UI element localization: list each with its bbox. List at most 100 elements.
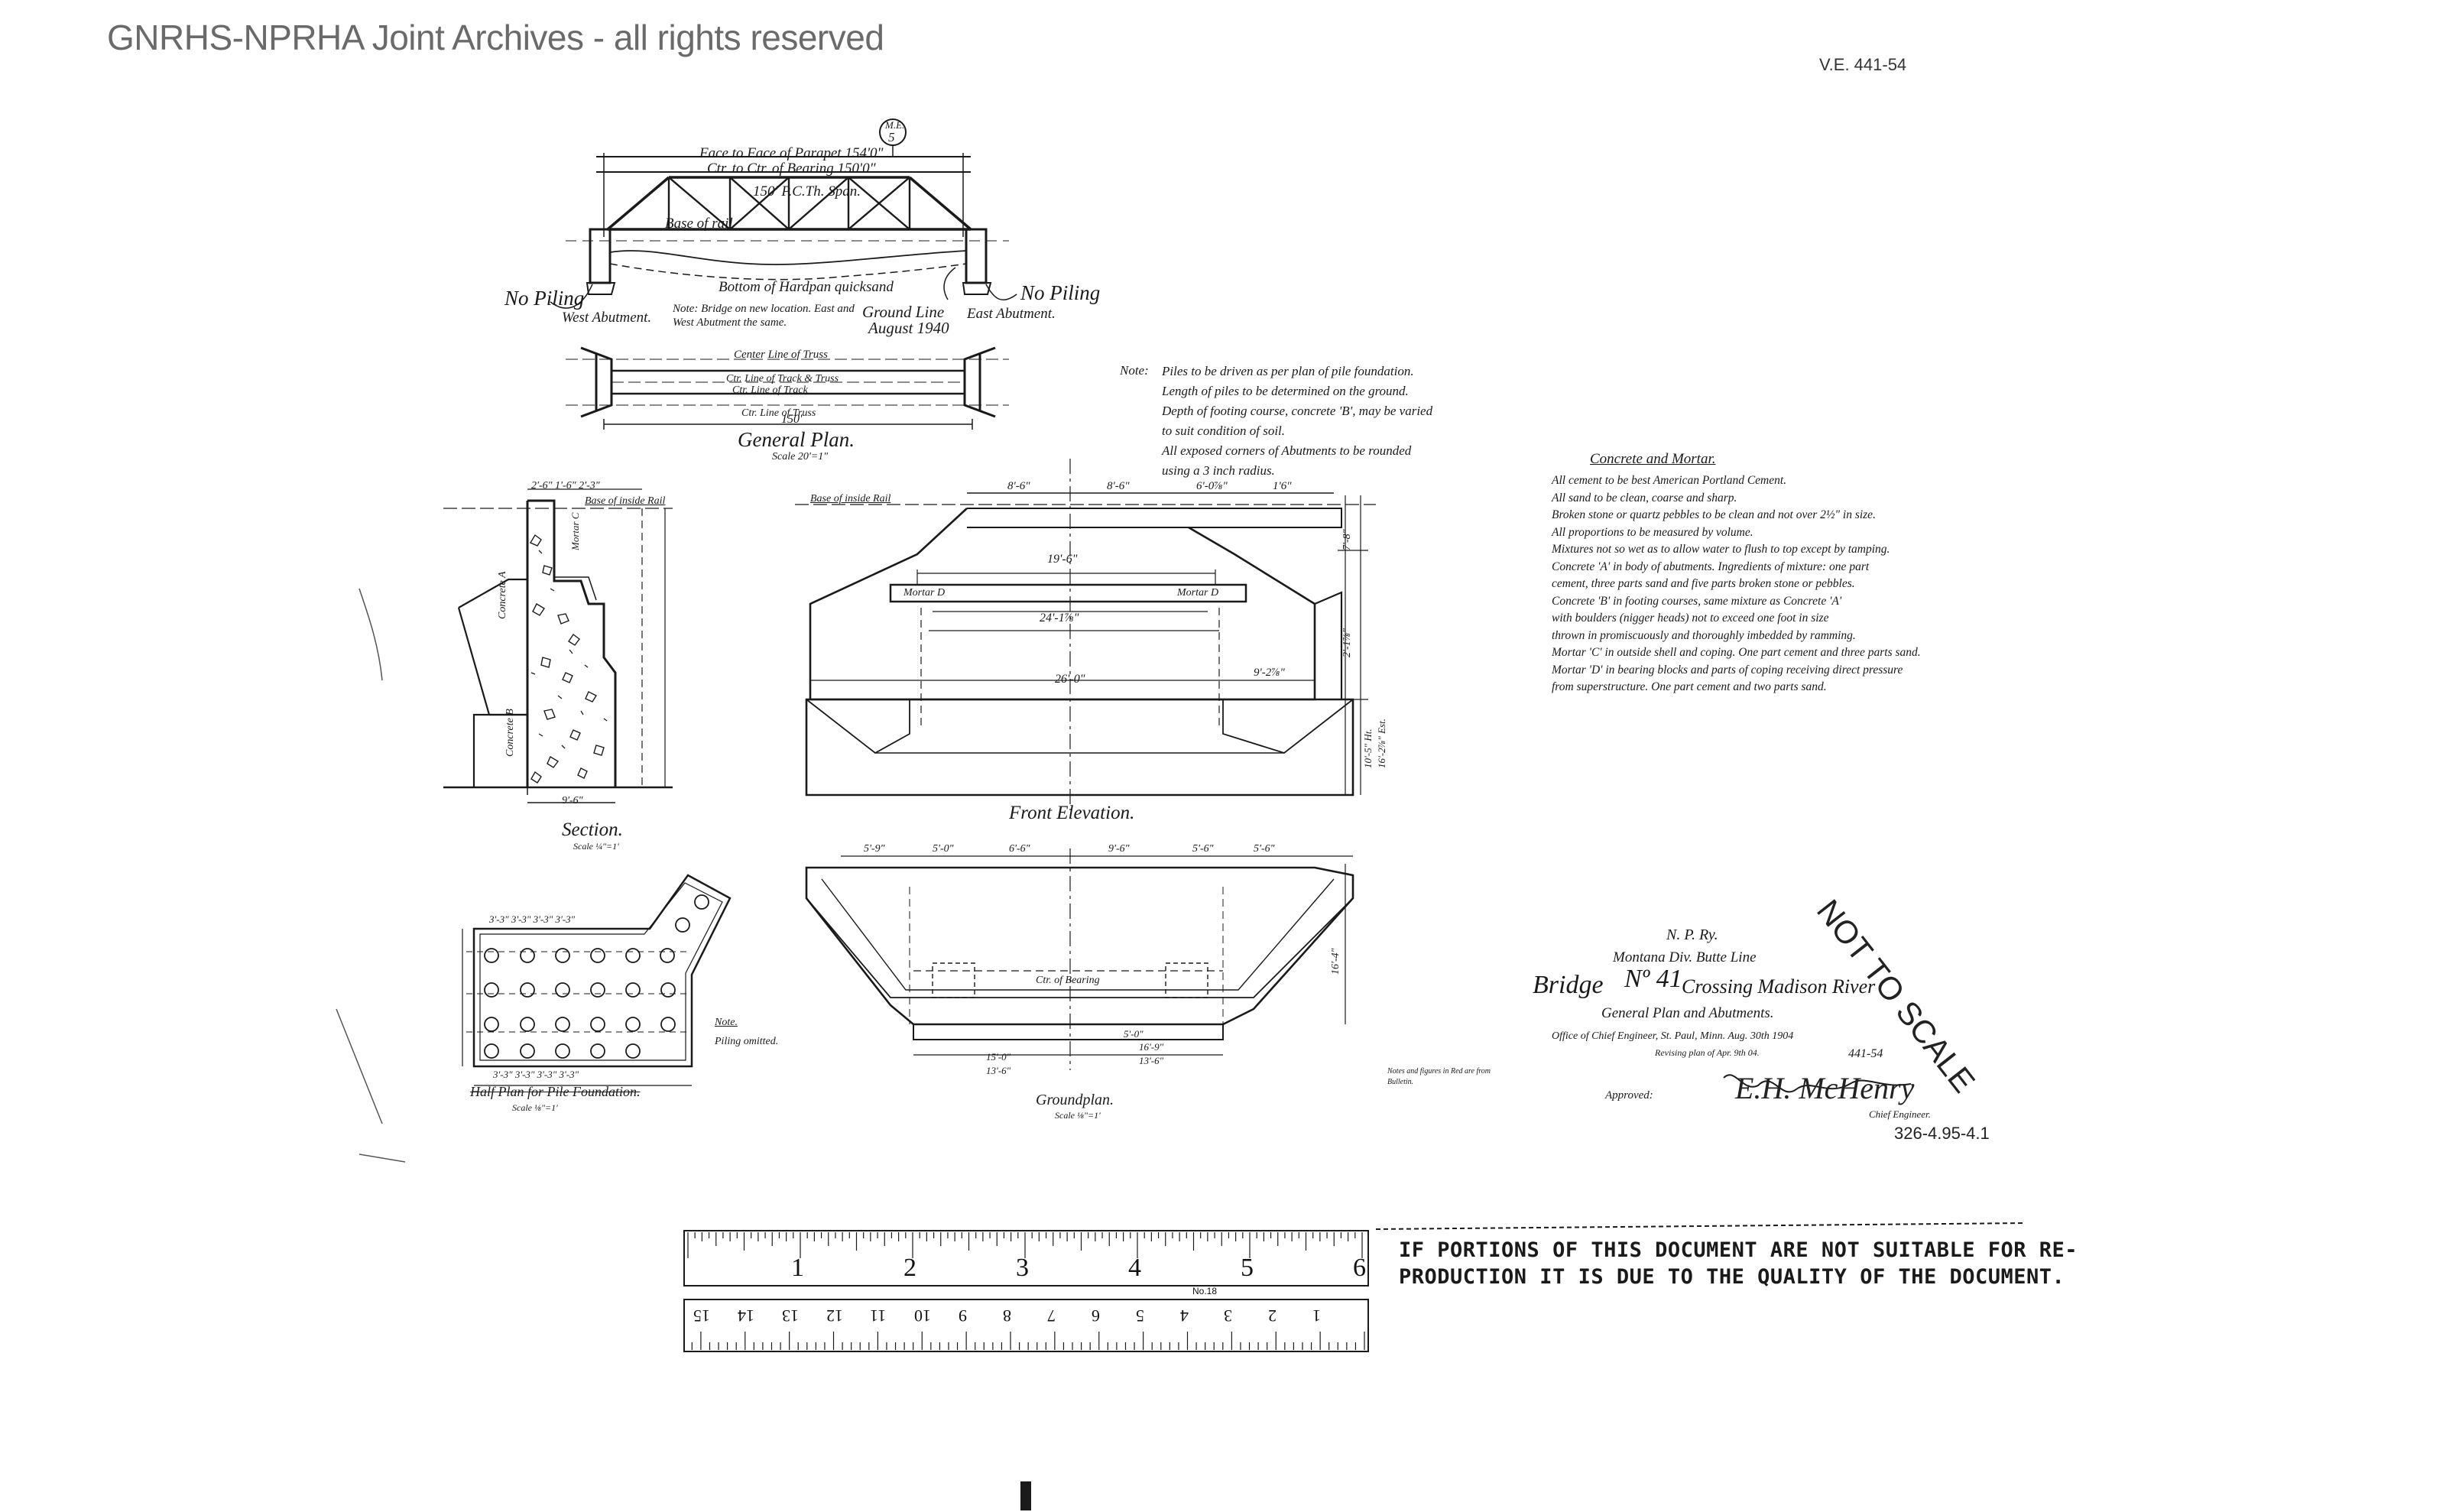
groundplan-dim-2: 5'-0" [933, 843, 954, 855]
section-title: Section. [562, 819, 623, 840]
ground-line-date: August 1940 [868, 319, 949, 337]
ruler-inch-label: 3 [1016, 1254, 1029, 1282]
title-bridge-number: Nº 41 [1624, 965, 1682, 993]
ruler-cm-label: 9 [959, 1306, 968, 1325]
title-railway: N. P. Ry. [1666, 926, 1718, 943]
spec-line: All cement to be best American Portland … [1552, 474, 1787, 487]
east-abutment-label: East Abutment. [967, 306, 1056, 322]
groundplan-bearing: Ctr. of Bearing [1036, 975, 1100, 986]
groundplan-dim-5: 5'-6" [1192, 843, 1214, 855]
west-abutment-label: West Abutment. [562, 310, 652, 326]
elevation-dim-right-1: 7'-8" [1341, 529, 1353, 550]
pile-plan-dims: 3'-3" 3'-3" 3'-3" 3'-3" [489, 913, 576, 925]
ruler-model: No.18 [1192, 1286, 1218, 1296]
elevation-mortar-d-left: Mortar D [903, 587, 946, 599]
ctr-line-track-truss: Ctr. Line of Track & Truss [726, 373, 839, 384]
ruler-cm-label: 7 [1046, 1306, 1056, 1325]
elevation-dim-low: 24'-1⅞" [1040, 612, 1079, 625]
spec-line: with boulders (nigger heads) not to exce… [1552, 612, 1829, 625]
spec-line: Concrete 'B' in footing courses, same mi… [1552, 594, 1842, 608]
title-revised: Revising plan of Apr. 9th 04. [1655, 1047, 1760, 1058]
bridge-location-note: Note: Bridge on new location. East and W… [673, 303, 855, 329]
section-scale: Scale ¼"=1' [573, 841, 619, 852]
groundplan-view [805, 848, 1354, 1070]
groundplan-dim-b1: 15'-0" [986, 1051, 1011, 1063]
title-office: Office of Chief Engineer, St. Paul, Minn… [1552, 1030, 1794, 1042]
elevation-dim-top-1: 8'-6" [1007, 480, 1030, 492]
spec-line: cement, three parts sand and five parts … [1552, 577, 1855, 590]
elevation-dim-wing: 9'-2⅞" [1254, 667, 1285, 679]
ruler-inch-label: 1 [791, 1254, 804, 1282]
title-division: Montana Div. Butte Line [1613, 949, 1757, 965]
ruler-cm-label: 10 [914, 1306, 932, 1325]
spec-line: thrown in promiscuously and thoroughly i… [1552, 628, 1856, 642]
ctr-line-track: Ctr. Line of Track [732, 384, 808, 396]
note-line: Piles to be driven as per plan of pile f… [1162, 364, 1414, 378]
ruler-cm-label: 1 [1312, 1306, 1322, 1325]
ruler-cm-label: 2 [1268, 1306, 1277, 1325]
center-line-truss: Center Line of Truss [734, 349, 828, 361]
ruler-cm-label: 15 [693, 1306, 710, 1325]
section-mortar-c: Mortar C [569, 512, 581, 550]
dim-parapet: Face to Face of Parapet 154'0" [699, 145, 884, 161]
ruler-cm-label: 6 [1091, 1306, 1100, 1325]
ruler-inch-label: 6 [1353, 1254, 1366, 1282]
concrete-mortar-heading: Concrete and Mortar. [1590, 451, 1716, 467]
ruler-cm-label: 12 [826, 1306, 843, 1325]
groundplan-dim-b2: 13'-6" [986, 1065, 1011, 1076]
disclaimer-line-1: IF PORTIONS OF THIS DOCUMENT ARE NOT SUI… [1399, 1238, 2078, 1262]
spec-line: from superstructure. One part cement and… [1552, 680, 1827, 693]
spec-line: Concrete 'A' in body of abutments. Ingre… [1552, 560, 1870, 573]
elevation-dim-top-4: 1'6" [1273, 480, 1292, 492]
circle-tag-num: 5 [888, 130, 895, 144]
ruler-cm-label: 4 [1179, 1306, 1189, 1325]
ruler-inch-label: 4 [1128, 1254, 1141, 1282]
groundplan-dim-side: 16'-4" [1330, 948, 1341, 975]
elevation-dim-base: 26'-0" [1055, 673, 1085, 686]
title-subtitle: General Plan and Abutments. [1601, 1005, 1774, 1021]
pile-foundation-plan [462, 874, 732, 1086]
pile-plan-scale: Scale ⅛"=1' [512, 1102, 558, 1113]
note-line: All exposed corners of Abutments to be r… [1162, 443, 1412, 458]
groundplan-dim-6: 5'-6" [1254, 843, 1275, 855]
elevation-dim-mid: 19'-6" [1047, 553, 1078, 566]
ruler-graphic [683, 1230, 1369, 1352]
title-approved: Approved: [1605, 1089, 1653, 1102]
abutment-section [443, 488, 673, 803]
elevation-dim-right-3: 10'-5" Ht. [1362, 728, 1374, 768]
elevation-dim-top-2: 8'-6" [1107, 480, 1130, 492]
note-line: Length of piles to be determined on the … [1162, 384, 1409, 398]
groundplan-title: Groundplan. [1036, 1092, 1114, 1108]
ruler-cm-label: 13 [781, 1306, 799, 1325]
spec-line: Mortar 'C' in outside shell and coping. … [1552, 646, 1921, 659]
ruler-cm-label: 14 [737, 1306, 754, 1325]
title-number: 441-54 [1848, 1047, 1883, 1060]
note-line: using a 3 inch radius. [1162, 463, 1275, 478]
truss-elevation [550, 118, 1017, 309]
groundplan-dim-b4: 16'-9" [1139, 1041, 1164, 1053]
section-concrete-b: Concrete B [504, 709, 516, 757]
spec-line: All sand to be clean, coarse and sharp. [1552, 491, 1737, 505]
title-bridge-description: Crossing Madison River [1682, 975, 1876, 998]
note-line: Depth of footing course, concrete 'B', m… [1162, 404, 1433, 418]
title-signature: E.H. McHenry [1735, 1071, 1915, 1105]
front-elevation [795, 459, 1376, 810]
dim-150: 150' [781, 413, 803, 426]
ruler-cm-label: 8 [1003, 1306, 1011, 1325]
elevation-mortar-d-right: Mortar D [1177, 587, 1219, 599]
span-label: 150' P.C.Th. Span. [753, 183, 861, 200]
section-base-rail: Base of inside Rail [585, 495, 666, 507]
dim-bearing: Ctr. to Ctr. of Bearing 150'0" [707, 161, 876, 177]
section-concrete-a: Concrete A [497, 571, 508, 619]
ruler-inch-label: 5 [1241, 1254, 1254, 1282]
base-of-rail: Base of rail [665, 216, 733, 232]
groundplan-dim-b3: 13'-6" [1139, 1055, 1164, 1066]
groundplan-dim-b5: 5'-0" [1124, 1028, 1144, 1040]
bottom-label: Bottom of Hardpan quicksand [719, 279, 894, 295]
front-elevation-title: Front Elevation. [1009, 803, 1135, 823]
no-piling-right: No Piling [1020, 281, 1101, 304]
section-dim-bottom: 9'-6" [562, 795, 583, 806]
pile-plan-note: Note. [715, 1017, 738, 1028]
